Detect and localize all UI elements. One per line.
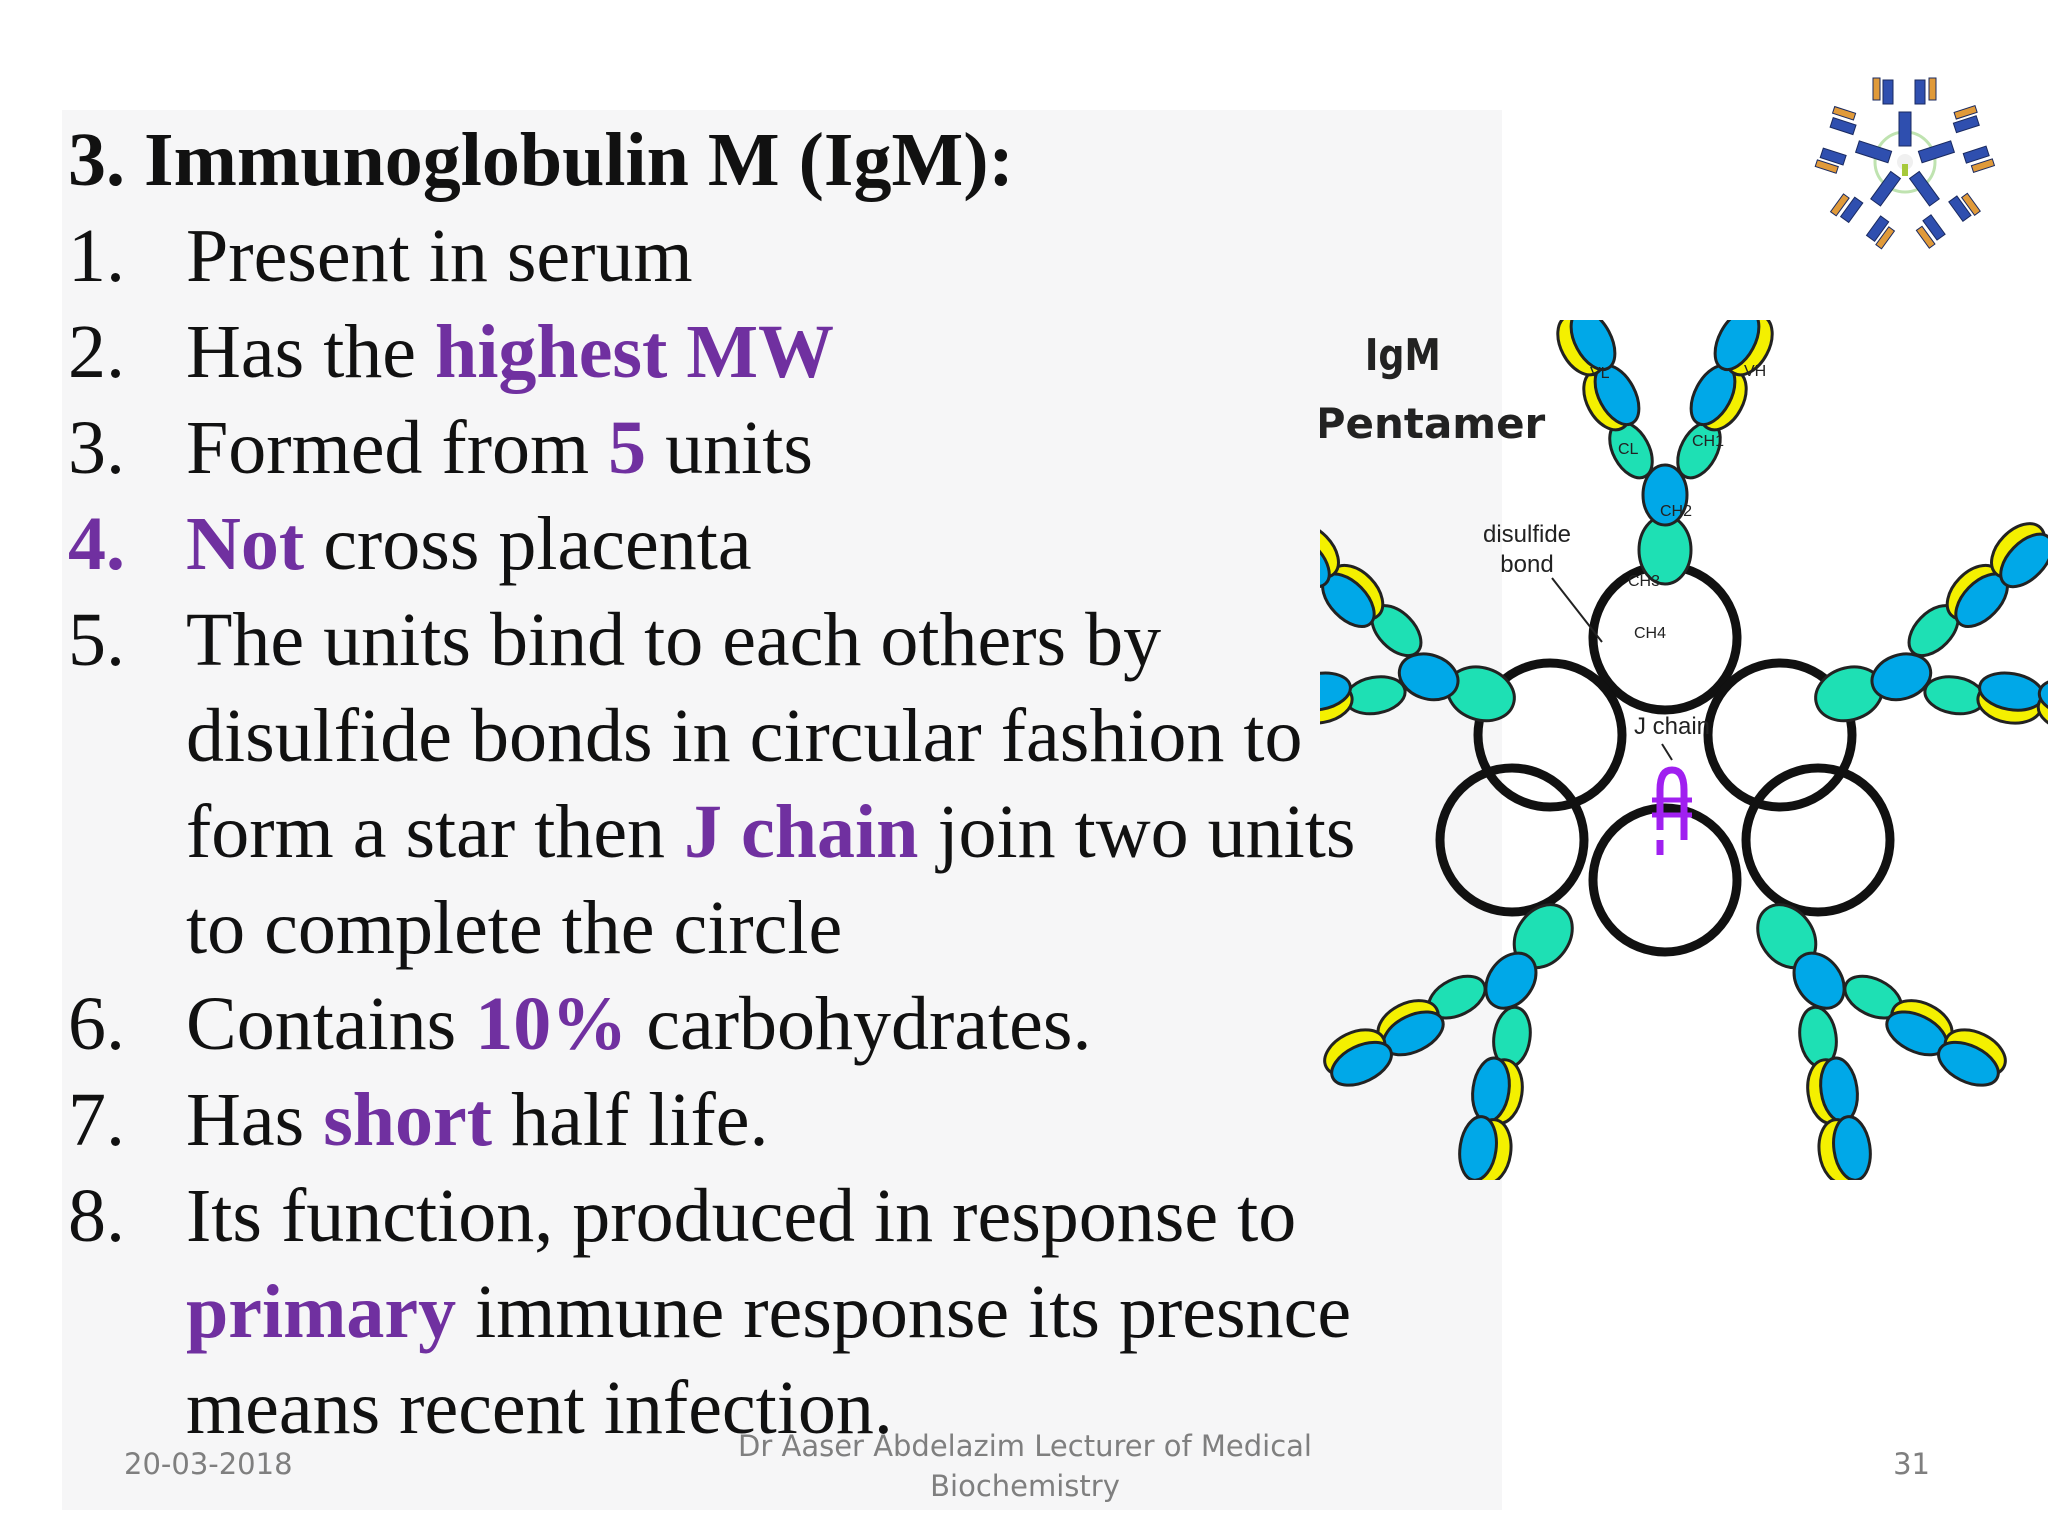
item-text: to complete the circle: [186, 886, 843, 970]
item-text: cross placenta: [304, 502, 752, 586]
page-number: 31: [1893, 1447, 1930, 1481]
item-line: Has the highest MW: [186, 304, 1468, 400]
item-number: 7.: [68, 1078, 125, 1162]
list-item: 4. Not cross placenta: [68, 496, 1468, 592]
antibody-monomer: [1323, 903, 1574, 1180]
item-text: The units bind to each others by: [186, 598, 1162, 682]
highlighted-text: 10%: [475, 982, 628, 1066]
item-line: primary immune response its presnce: [186, 1264, 1468, 1360]
antibody-monomer: [1320, 522, 1516, 725]
item-text: Present in serum: [186, 214, 693, 298]
antibody-monomer: [1556, 320, 1774, 586]
igm-pentamer-diagram: IgM Pentamer disulfide bond J chain VL V…: [1320, 320, 2048, 1180]
item-number: 2.: [68, 310, 125, 394]
domain-labels: VL VH CL CH1 CH2 CH3 CH4: [1590, 363, 1766, 642]
highlighted-text: short: [323, 1078, 493, 1162]
icon-antibody-arm: [1908, 170, 1981, 249]
footer-author: Dr Aaser Abdelazim Lecturer of Medical B…: [700, 1426, 1350, 1506]
disulfide-ring: [1435, 561, 1895, 957]
item-line: Contains 10% carbohydrates.: [186, 976, 1468, 1072]
item-line: Present in serum: [186, 208, 1468, 304]
item-text: immune response its presnce: [456, 1270, 1352, 1354]
item-text: disulfide bonds in circular fashion to: [186, 694, 1303, 778]
item-line: means recent infection.: [186, 1360, 1468, 1456]
item-text: Formed from: [186, 406, 609, 490]
label-j-chain: J chain: [1634, 713, 1710, 740]
item-line: to complete the circle: [186, 880, 1468, 976]
label-bond: bond: [1500, 551, 1553, 578]
list-item: 5. The units bind to each others by disulf…: [68, 592, 1468, 976]
list-item: 7. Has short half life.: [68, 1072, 1468, 1168]
icon-antibody-arm: [1872, 77, 1937, 147]
antibody-monomer: [1756, 903, 2007, 1180]
list-item: 3. Formed from 5 units: [68, 400, 1468, 496]
item-text: Has the: [186, 310, 436, 394]
slide-title: 3. Immunoglobulin M (IgM):: [68, 118, 1014, 202]
item-line: Not cross placenta: [186, 496, 1468, 592]
list-item: 2. Has the highest MW: [68, 304, 1468, 400]
item-text: carbohydrates.: [627, 982, 1092, 1066]
item-number: 5.: [68, 598, 125, 682]
label-ch1: CH1: [1692, 433, 1724, 450]
footer-author-line2: Biochemistry: [930, 1469, 1120, 1503]
footer-date: 20-03-2018: [124, 1447, 293, 1481]
item-number: 4.: [68, 502, 125, 586]
icon-antibody-arm: [1814, 105, 1893, 174]
label-cl: CL: [1618, 441, 1639, 458]
item-line: Formed from 5 units: [186, 400, 1468, 496]
footer-author-line1: Dr Aaser Abdelazim Lecturer of Medical: [738, 1429, 1312, 1463]
label-ch4: CH4: [1634, 625, 1666, 642]
highlighted-text: J chain: [684, 790, 919, 874]
label-vl: VL: [1590, 365, 1610, 382]
antibody-monomer: [1814, 522, 2048, 733]
item-line: disulfide bonds in circular fashion to: [186, 688, 1468, 784]
item-text: means recent infection.: [186, 1366, 893, 1450]
label-disulfide: disulfide: [1483, 521, 1571, 548]
j-chain: [1652, 766, 1692, 855]
figure-title-igm: IgM: [1365, 329, 1441, 380]
item-number: 1.: [68, 214, 125, 298]
list-item: 6. Contains 10% carbohydrates.: [68, 976, 1468, 1072]
item-number: 8.: [68, 1174, 125, 1258]
item-line: The units bind to each others by: [186, 592, 1468, 688]
item-text: join two units: [918, 790, 1356, 874]
label-ch3: CH3: [1628, 573, 1660, 590]
item-text: Its function, produced in response to: [186, 1174, 1297, 1258]
highlighted-text: 5: [608, 406, 647, 490]
label-ch2: CH2: [1660, 503, 1692, 520]
item-line: Has short half life.: [186, 1072, 1468, 1168]
content-background: [62, 110, 1502, 1510]
item-number: 6.: [68, 982, 125, 1066]
item-text: Has: [186, 1078, 324, 1162]
item-text: half life.: [492, 1078, 769, 1162]
label-vh: VH: [1744, 363, 1766, 380]
highlighted-text: primary: [186, 1270, 457, 1354]
item-text: form a star then: [186, 790, 685, 874]
figure-title-pentamer: Pentamer: [1320, 399, 1546, 448]
item-text: Contains: [186, 982, 476, 1066]
item-number: 3.: [68, 406, 125, 490]
item-text: units: [646, 406, 813, 490]
icon-antibody-arm: [1917, 104, 1996, 173]
highlighted-text: Not: [186, 502, 305, 586]
item-line: form a star then J chain join two units: [186, 784, 1468, 880]
icon-antibody-arm: [1829, 170, 1902, 250]
highlighted-text: highest MW: [435, 310, 835, 394]
list-item: 1. Present in serum: [68, 208, 1468, 304]
item-line: Its function, produced in response to: [186, 1168, 1468, 1264]
igm-icon: [1814, 77, 1996, 250]
